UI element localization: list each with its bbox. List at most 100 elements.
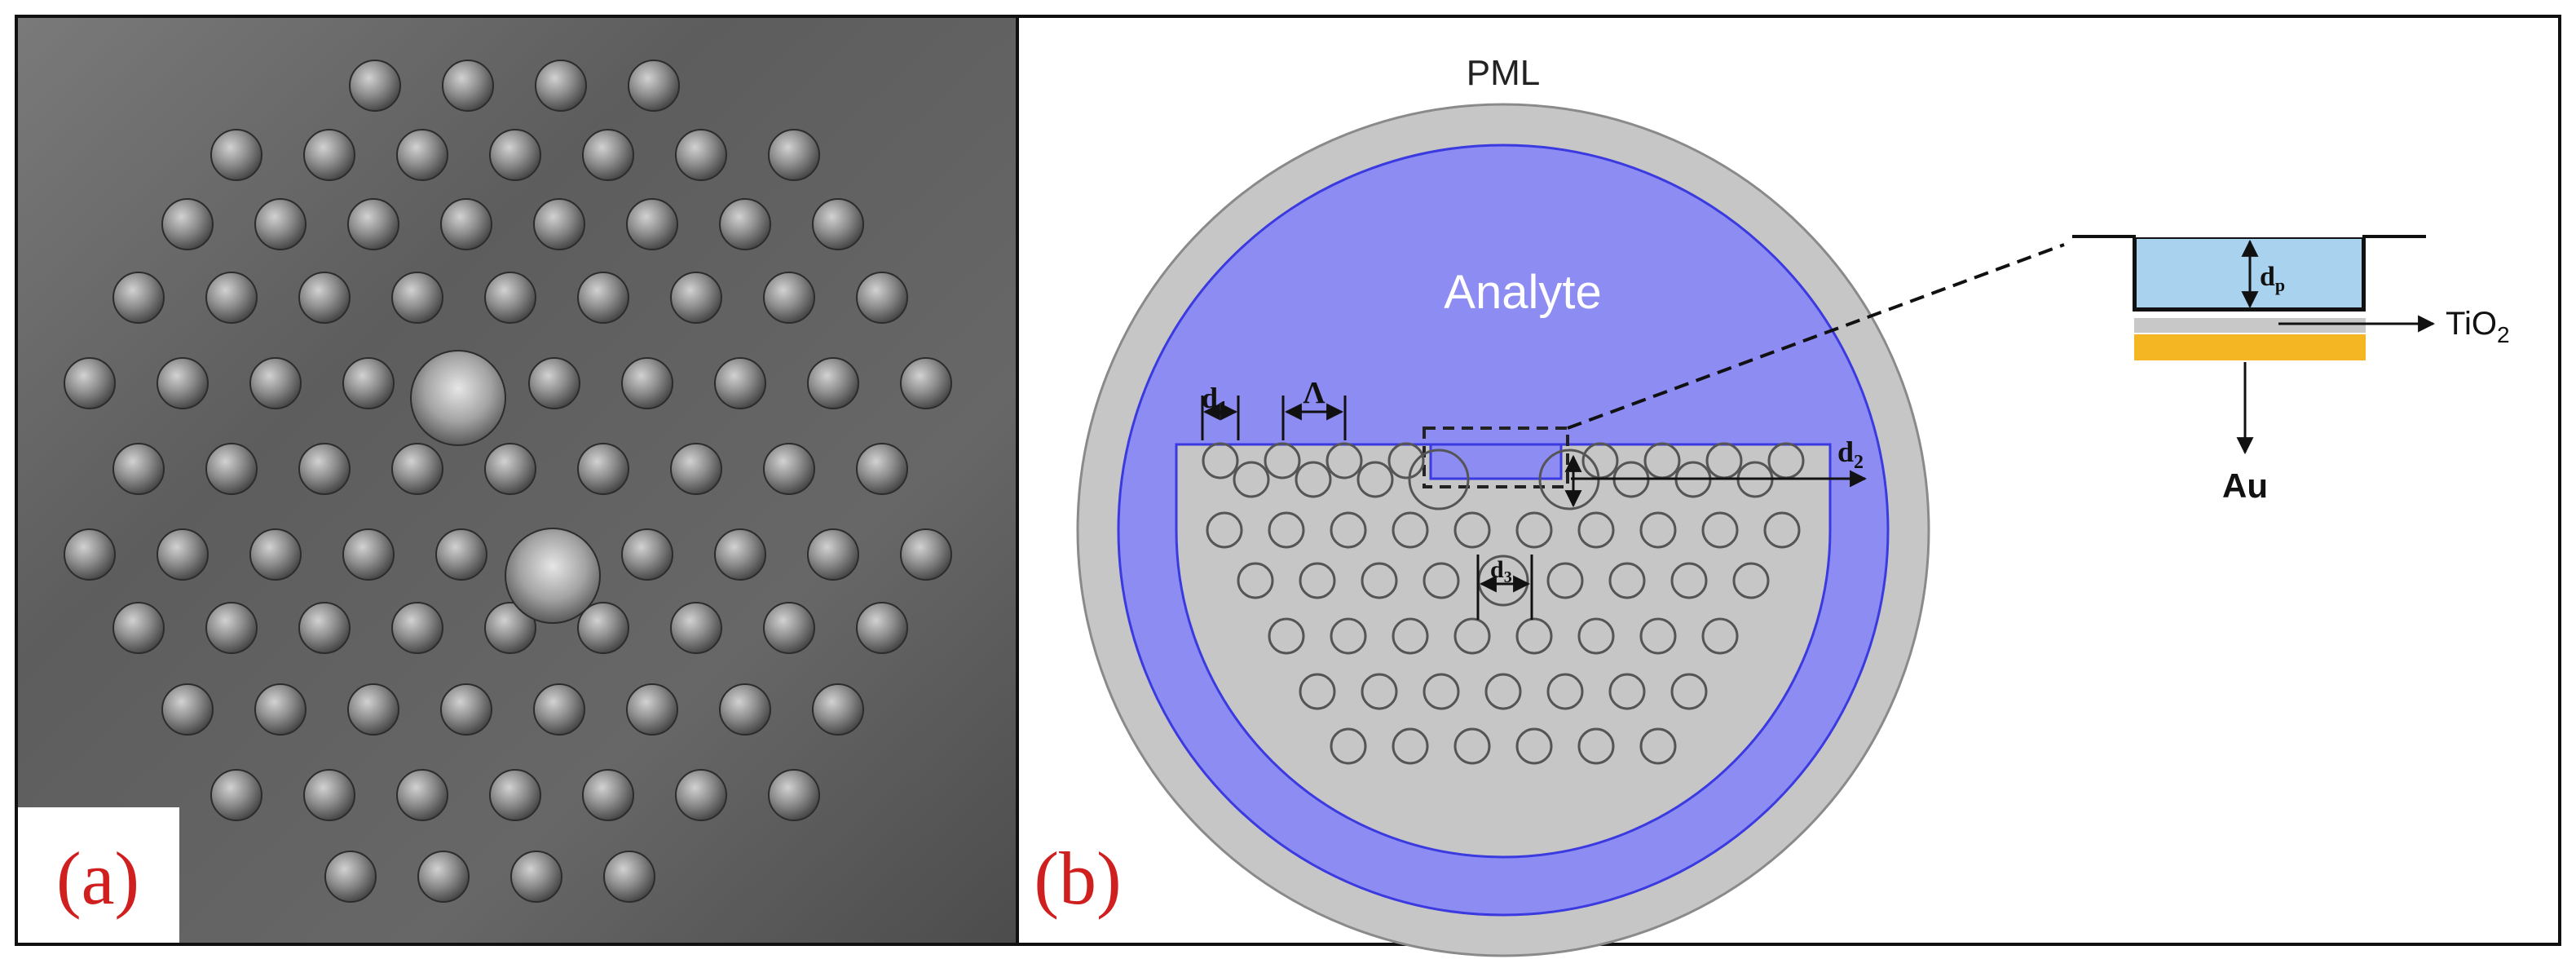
air-hole — [1701, 511, 1739, 549]
sem-air-hole — [205, 272, 258, 324]
sem-air-hole — [856, 272, 908, 324]
sem-air-hole — [577, 443, 629, 495]
sem-air-hole — [396, 769, 448, 821]
air-hole — [1330, 511, 1367, 549]
air-hole — [1453, 617, 1491, 655]
air-hole — [1546, 562, 1584, 599]
air-hole — [1206, 511, 1243, 549]
tio2-label: TiO2 — [2446, 306, 2510, 347]
air-hole — [1577, 511, 1615, 549]
sem-air-hole — [64, 528, 116, 581]
sem-air-hole — [349, 60, 401, 112]
sem-air-hole — [440, 198, 492, 250]
air-hole — [1670, 673, 1708, 710]
sem-air-hole — [112, 443, 165, 495]
dp-label: dp — [2260, 262, 2285, 295]
sem-air-hole — [603, 851, 655, 903]
sem-air-hole — [900, 357, 952, 409]
sem-air-hole — [391, 272, 443, 324]
sem-air-hole — [254, 198, 307, 250]
sem-air-hole — [484, 272, 536, 324]
sem-air-hole — [621, 357, 673, 409]
sem-air-hole — [856, 602, 908, 654]
sem-air-hole — [714, 528, 766, 581]
air-hole — [1608, 562, 1646, 599]
panel-b-label: (b) — [1034, 837, 1121, 920]
zoom-connector — [1567, 243, 2065, 430]
sem-air-hole — [391, 443, 443, 495]
sem-air-hole — [112, 272, 165, 324]
sem-air-hole — [670, 602, 722, 654]
sem-air-hole — [714, 357, 766, 409]
air-hole — [1763, 511, 1801, 549]
dimension-d1 — [1201, 396, 1240, 440]
air-hole — [1392, 727, 1429, 765]
sem-air-hole — [582, 129, 634, 181]
sem-air-hole — [205, 602, 258, 654]
air-hole — [1264, 442, 1301, 480]
analyte-label: Analyte — [1444, 266, 1601, 319]
air-hole — [1299, 562, 1336, 599]
sem-air-hole — [484, 602, 536, 654]
panel-a-label: (a) — [56, 837, 139, 920]
sem-air-hole — [347, 683, 399, 736]
sem-air-hole — [812, 198, 864, 250]
air-hole — [1453, 727, 1491, 765]
dimension-d3 — [1476, 555, 1533, 620]
sem-air-hole — [528, 357, 580, 409]
air-hole — [1202, 442, 1239, 480]
sem-core-hole — [410, 350, 506, 446]
sem-core-hole — [505, 528, 601, 624]
air-hole — [1423, 562, 1460, 599]
sem-air-hole — [768, 769, 820, 821]
sem-air-hole — [205, 443, 258, 495]
sem-air-hole — [807, 528, 859, 581]
channel-slot — [1429, 443, 1563, 480]
air-hole — [1546, 673, 1584, 710]
sem-air-hole — [670, 272, 722, 324]
sem-hole-array — [64, 60, 952, 903]
sem-air-hole — [249, 528, 302, 581]
layer-inset: dp TiO2 Au — [2072, 235, 2510, 505]
sem-air-hole — [161, 198, 214, 250]
sem-air-hole — [484, 443, 536, 495]
sem-air-hole — [210, 769, 262, 821]
air-hole-array — [1202, 442, 1805, 765]
air-hole — [1361, 562, 1398, 599]
sem-air-hole — [900, 528, 952, 581]
sem-air-hole — [510, 851, 562, 903]
air-hole — [1732, 562, 1770, 599]
sem-air-hole — [391, 602, 443, 654]
sem-air-hole — [157, 528, 209, 581]
air-hole — [1356, 461, 1394, 498]
air-hole — [1639, 511, 1677, 549]
sem-air-hole — [582, 769, 634, 821]
sem-air-hole — [64, 357, 116, 409]
air-hole — [1639, 727, 1677, 765]
air-hole — [1268, 511, 1305, 549]
air-hole — [1268, 617, 1305, 655]
air-hole — [1515, 617, 1553, 655]
air-hole — [1233, 461, 1270, 498]
sem-air-hole — [298, 443, 351, 495]
dimension-pitch — [1281, 396, 1347, 440]
sem-air-hole — [298, 602, 351, 654]
sem-air-hole — [254, 683, 307, 736]
sem-air-hole — [342, 528, 395, 581]
au-label: Au — [2222, 466, 2268, 505]
sem-air-hole — [440, 683, 492, 736]
air-hole — [1325, 442, 1363, 480]
dimension-d1-label: d1 — [1202, 382, 1228, 419]
sem-air-hole — [435, 528, 487, 581]
sem-air-hole — [417, 851, 470, 903]
sem-air-hole — [489, 129, 541, 181]
sem-air-hole — [670, 443, 722, 495]
sem-air-hole — [763, 443, 815, 495]
sem-air-hole — [812, 683, 864, 736]
sem-air-hole — [763, 602, 815, 654]
air-hole — [1515, 511, 1553, 549]
tio2-layer — [2134, 318, 2366, 333]
sem-air-hole — [210, 129, 262, 181]
sem-air-hole — [347, 198, 399, 250]
